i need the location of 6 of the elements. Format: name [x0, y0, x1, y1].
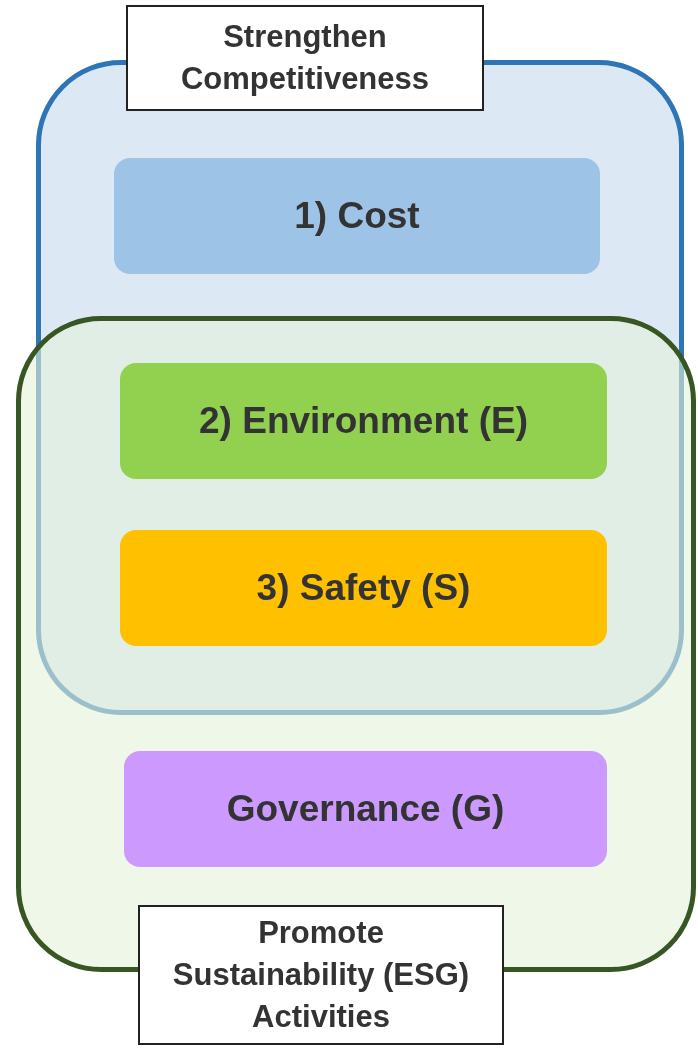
category-box: 2) Environment (E) [120, 363, 607, 479]
category-box: Governance (G) [124, 751, 607, 867]
title-box: Promote Sustainability (ESG) Activities [138, 905, 504, 1045]
title-box: Strengthen Competitiveness [126, 5, 484, 111]
category-box: 1) Cost [114, 158, 600, 274]
category-box: 3) Safety (S) [120, 530, 607, 646]
